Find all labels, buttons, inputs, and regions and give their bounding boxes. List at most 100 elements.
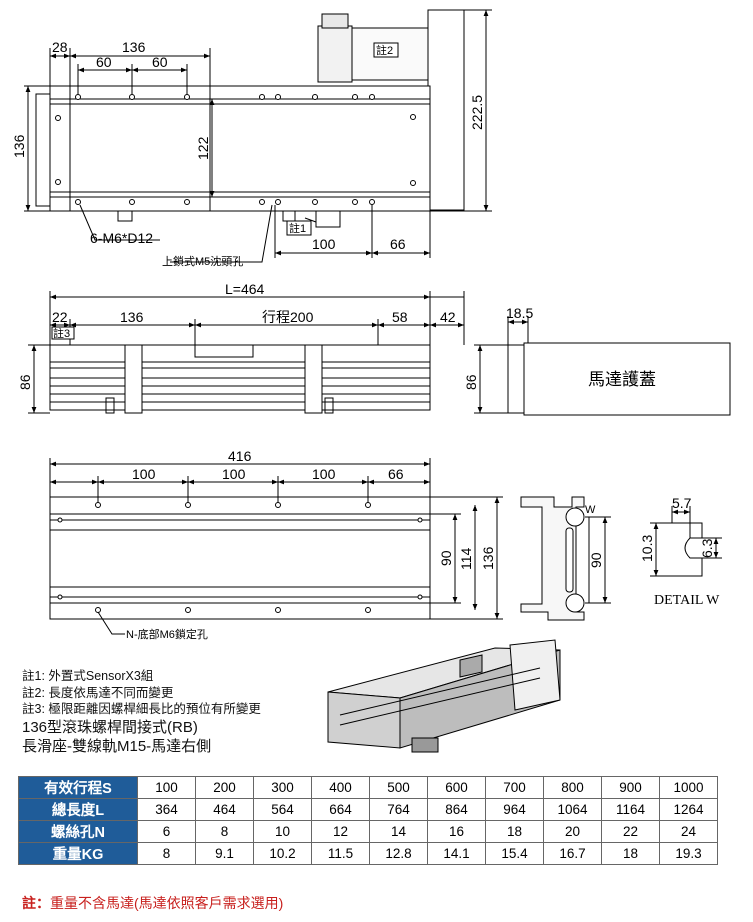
note1-tag: 註1 — [289, 222, 306, 235]
spec-cell: 1064 — [543, 798, 602, 821]
m5-callout: 上鎖式M5沈頭孔 — [162, 254, 243, 268]
isometric-view — [327, 639, 561, 753]
model-line-2: 長滑座-雙線軌M15-馬達右側 — [22, 737, 212, 755]
spec-row-label: 螺絲孔N — [18, 820, 138, 843]
n-m6-callout: N-底部M6鎖定孔 — [126, 627, 208, 641]
spec-cell: 1264 — [659, 798, 718, 821]
dim-122: 122 — [195, 136, 211, 160]
top-view-labels: 28 136 60 60 136 122 222.5 100 66 註2 註1 … — [11, 39, 485, 268]
spec-cell: 664 — [311, 798, 370, 821]
spec-row-label: 重量KG — [18, 842, 138, 865]
footnote: 註：重量不含馬達(馬達依照客戶需求選用) — [22, 893, 283, 913]
spec-cell: 8 — [195, 820, 254, 843]
dim-66: 66 — [390, 236, 406, 252]
spec-cell: 11.5 — [311, 842, 370, 865]
dim-10-3: 10.3 — [639, 535, 655, 562]
detail-w-label: DETAIL W — [654, 593, 720, 608]
dim-22: 22 — [52, 309, 68, 325]
spec-cell: 19.3 — [659, 842, 718, 865]
dim-222-5: 222.5 — [469, 95, 485, 130]
dim-86-right: 86 — [463, 374, 479, 390]
spec-cell: 964 — [485, 798, 544, 821]
spec-cell: 300 — [253, 776, 312, 799]
spec-cell: 18 — [485, 820, 544, 843]
dim-L: L=464 — [225, 281, 265, 297]
dim-100-a: 100 — [132, 466, 156, 482]
dim-136v: 136 — [11, 134, 27, 158]
note3-tag: 註3 — [53, 327, 70, 340]
m6-callout: 6-M6*D12 — [90, 230, 153, 246]
spec-cell: 10.2 — [253, 842, 312, 865]
dim-6-3: 6.3 — [699, 538, 715, 558]
spec-cell: 14.1 — [427, 842, 486, 865]
dim-100-c: 100 — [312, 466, 336, 482]
spec-cell: 764 — [369, 798, 428, 821]
dim-bottom-66: 66 — [388, 466, 404, 482]
spec-row-label: 有效行程S — [18, 776, 138, 799]
dim-136: 136 — [122, 39, 146, 55]
spec-cell: 16.7 — [543, 842, 602, 865]
dim-60b: 60 — [152, 54, 168, 70]
spec-cell: 20 — [543, 820, 602, 843]
notes-block: 註1: 外置式SensorX3組 註2: 長度依馬達不同而變更 註3: 極限距離… — [22, 668, 261, 756]
spec-cell: 8 — [137, 842, 196, 865]
side-view — [28, 291, 731, 416]
spec-cell: 600 — [427, 776, 486, 799]
dim-60a: 60 — [96, 54, 112, 70]
spec-cell: 700 — [485, 776, 544, 799]
dim-5-7: 5.7 — [672, 495, 692, 511]
footnote-text: 重量不含馬達(馬達依照客戶需求選用) — [50, 895, 284, 911]
dim-416: 416 — [228, 448, 252, 464]
side-view-labels: L=464 22 136 行程200 58 42 86 86 18.5 註3 馬… — [17, 281, 656, 390]
spec-cell: 400 — [311, 776, 370, 799]
dim-58: 58 — [392, 309, 408, 325]
spec-cell: 15.4 — [485, 842, 544, 865]
spec-cell: 364 — [137, 798, 196, 821]
spec-row-label: 總長度L — [18, 798, 138, 821]
dim-profile-90: 90 — [588, 552, 604, 568]
bottom-view-labels: 416 100 100 100 66 90 114 136 90 N-底部M6鎖… — [126, 448, 720, 641]
dim-114: 114 — [458, 547, 474, 570]
motor-cover-label: 馬達護蓋 — [588, 370, 656, 389]
dim-18-5: 18.5 — [506, 305, 533, 321]
spec-cell: 900 — [601, 776, 660, 799]
spec-cell: 16 — [427, 820, 486, 843]
dim-90: 90 — [438, 550, 454, 566]
w-marker: W — [585, 504, 596, 516]
note-2: 註2: 長度依馬達不同而變更 — [22, 685, 174, 700]
bottom-view — [49, 458, 722, 635]
spec-cell: 500 — [369, 776, 428, 799]
spec-cell: 200 — [195, 776, 254, 799]
spec-cell: 864 — [427, 798, 486, 821]
note-3: 註3: 極限距離因螺桿細長比的預位有所變更 — [22, 702, 261, 716]
dim-28: 28 — [52, 39, 68, 55]
spec-cell: 14 — [369, 820, 428, 843]
dim-42: 42 — [440, 309, 456, 325]
spec-cell: 18 — [601, 842, 660, 865]
dim-100: 100 — [312, 236, 336, 252]
spec-cell: 564 — [253, 798, 312, 821]
footnote-prefix: 註： — [22, 895, 50, 911]
spec-cell: 800 — [543, 776, 602, 799]
model-line-1: 136型滾珠螺桿間接式(RB) — [22, 718, 198, 736]
spec-cell: 12.8 — [369, 842, 428, 865]
note2-tag: 註2 — [376, 44, 393, 57]
spec-cell: 10 — [253, 820, 312, 843]
spec-cell: 22 — [601, 820, 660, 843]
dim-stroke: 行程200 — [262, 309, 314, 325]
dim-100-b: 100 — [222, 466, 246, 482]
spec-cell: 1164 — [601, 798, 660, 821]
dim-bottom-136: 136 — [480, 546, 496, 570]
spec-cell: 24 — [659, 820, 718, 843]
top-view — [24, 9, 492, 263]
spec-cell: 12 — [311, 820, 370, 843]
spec-cell: 1000 — [659, 776, 718, 799]
spec-cell: 464 — [195, 798, 254, 821]
spec-cell: 100 — [137, 776, 196, 799]
